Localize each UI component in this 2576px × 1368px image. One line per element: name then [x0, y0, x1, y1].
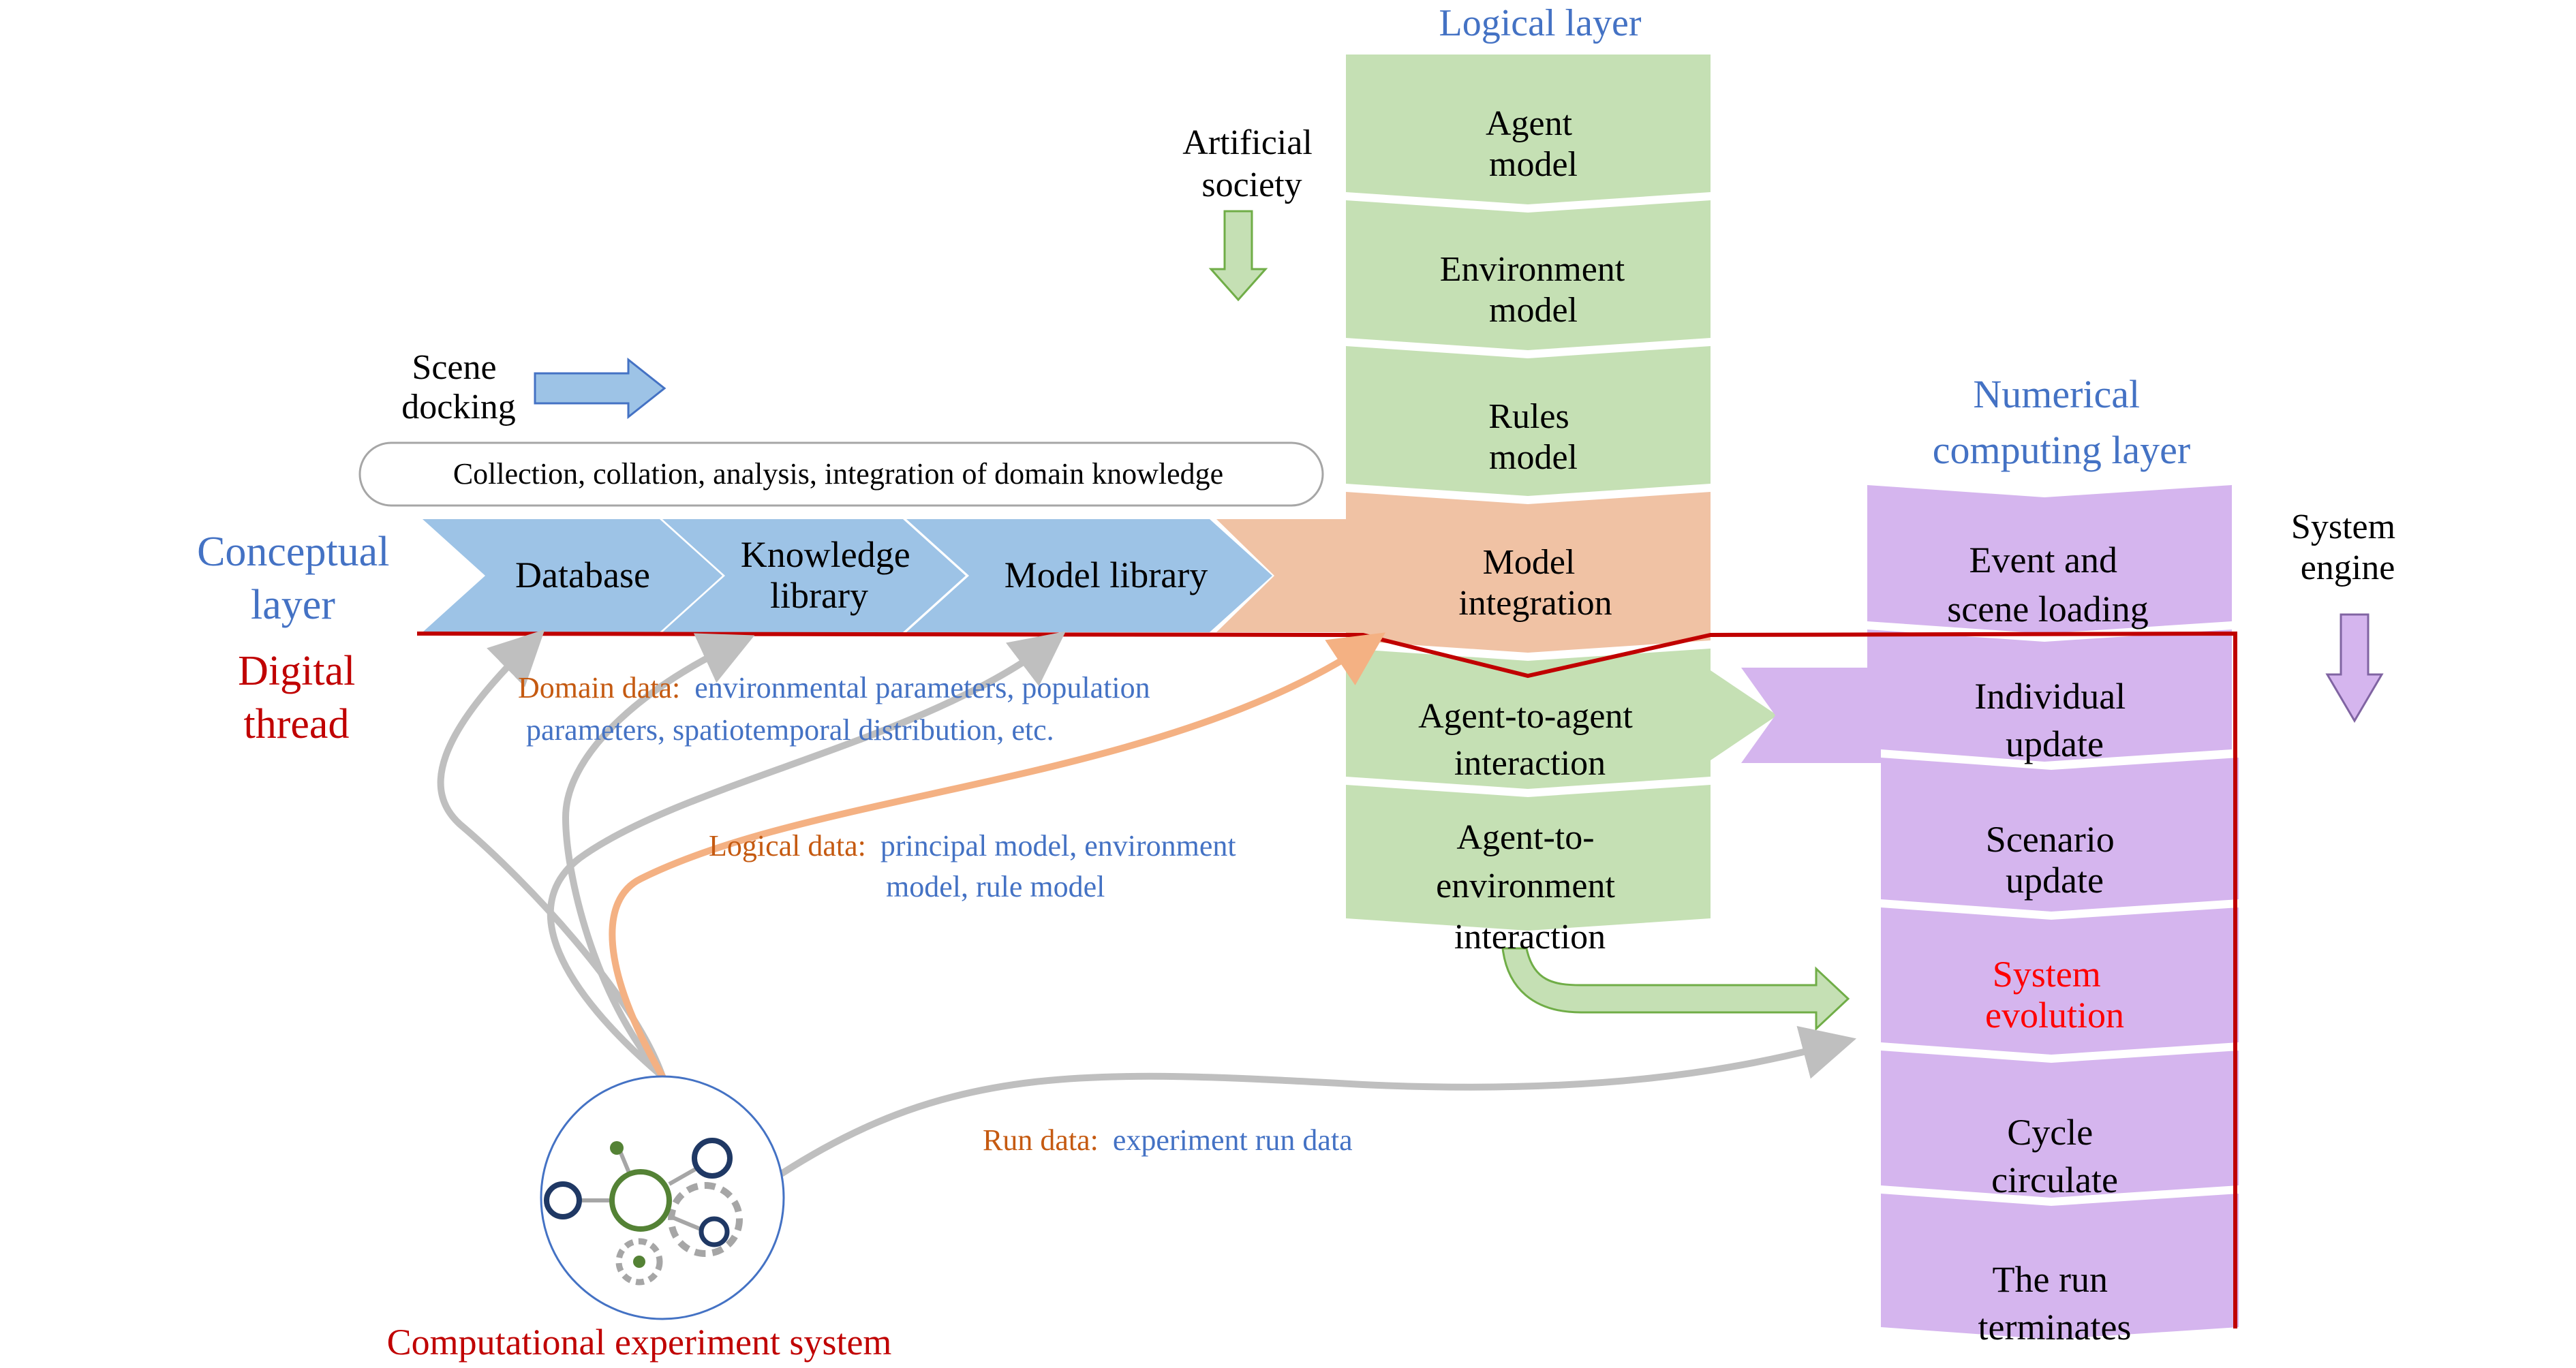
data-flow-arrows: [437, 629, 1857, 1177]
conceptual-layer-title: Conceptual layer: [197, 529, 400, 628]
agent-model-block: [1346, 55, 1711, 204]
database-label: Database: [515, 555, 650, 595]
model-library-chevron: [906, 519, 1272, 632]
digital-thread-title: Digital thread: [238, 648, 366, 747]
rules-model-label: Rules model: [1488, 397, 1578, 477]
agent-environment-label: Agent-to- environment interaction: [1436, 818, 1624, 957]
system-evolution-block: [1881, 907, 2239, 1055]
orange-integration-arrow: [1216, 519, 1356, 632]
knowledge-library-chevron: [662, 519, 966, 632]
flow-to-model-library: [547, 631, 1066, 1080]
environment-model-block: [1346, 200, 1711, 350]
domain-data-note-line1: Domain data: environmental parameters, p…: [518, 671, 1150, 704]
agent-model-label: Agent model: [1486, 104, 1581, 184]
run-terminates-label: The run terminates: [1978, 1259, 2132, 1348]
individual-update-label: Individual update: [1974, 676, 2134, 764]
system-engine-label: System engine: [2291, 508, 2404, 587]
domain-banner-text: Collection, collation, analysis, integra…: [453, 457, 1223, 491]
domain-knowledge-banner: [358, 441, 1324, 507]
artificial-society-label: Artificial society: [1182, 123, 1321, 204]
numerical-column: [1741, 485, 2239, 1339]
digital-thread-line: [416, 631, 2237, 1328]
green-curved-arrow: [1501, 947, 1850, 1031]
event-loading-block: [1867, 485, 2232, 634]
event-loading-label: Event and scene loading: [1947, 540, 2148, 629]
environment-model-label: Environment model: [1440, 250, 1634, 330]
scenario-update-label: Scenario update: [1986, 819, 2123, 901]
model-library-label: Model library: [1005, 555, 1208, 595]
cycle-circulate-label: Cycle circulate: [1991, 1112, 2118, 1200]
flow-to-knowledge: [562, 633, 755, 1080]
database-chevron: [423, 519, 722, 632]
agent-environment-interaction-block: [1346, 785, 1711, 931]
system-engine-arrow: [2325, 613, 2384, 723]
run-terminates-block: [1881, 1194, 2239, 1339]
network-gear-icon: [540, 1075, 785, 1320]
flow-to-integration: [609, 632, 1385, 1080]
cycle-circulate-block: [1881, 1051, 2239, 1198]
model-integration-block: [1346, 492, 1711, 653]
logical-data-note-line2: model, rule model: [886, 870, 1105, 903]
logical-layer-title: Logical layer: [1439, 2, 1642, 44]
scene-docking-label: Scene docking: [401, 348, 516, 426]
scenario-update-block: [1881, 758, 2239, 912]
system-evolution-label: System evolution: [1985, 954, 2124, 1036]
logical-column: [1346, 55, 1777, 931]
model-integration-label: Model integration: [1458, 543, 1612, 623]
logical-data-note-line1: Logical data: principal model, environme…: [709, 829, 1236, 862]
run-data-note: Run data: experiment run data: [983, 1123, 1353, 1157]
domain-data-note-line2: parameters, spatiotemporal distribution,…: [526, 713, 1054, 747]
flow-run-data: [779, 1025, 1857, 1177]
numerical-layer-title: Numerical computing layer: [1933, 372, 2191, 472]
artificial-society-arrow: [1208, 210, 1268, 302]
conceptual-chevrons: [423, 519, 1356, 632]
computational-system-label: Computational experiment system: [387, 1322, 892, 1363]
flow-to-database: [437, 629, 666, 1080]
rules-model-block: [1346, 346, 1711, 496]
knowledge-library-label: Knowledge library: [741, 534, 919, 616]
individual-update-block: [1741, 629, 2232, 763]
agent-agent-interaction-block: [1346, 649, 1777, 789]
scene-docking-arrow: [534, 357, 666, 420]
agent-agent-label: Agent-to-agent interaction: [1418, 697, 1642, 783]
